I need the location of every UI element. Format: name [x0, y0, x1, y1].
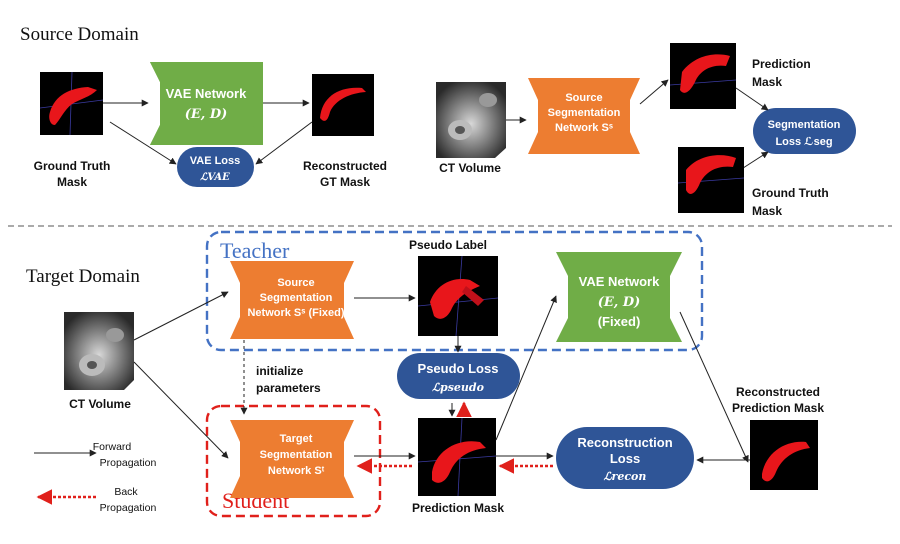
- source-seg-fixed-block: [230, 261, 354, 339]
- recon-pred-mask-thumbnail: [750, 420, 818, 490]
- student-box: [205, 404, 382, 518]
- target-seg-line2: Segmentation: [260, 449, 333, 461]
- target-domain-title: Target Domain: [26, 266, 140, 287]
- arrow-recon-to-vaeloss: [255, 121, 313, 165]
- ct-volume-target-image: [64, 312, 134, 390]
- vae-fixed-line2: (E, D): [598, 295, 641, 310]
- gt-mask-label-2: Mask: [57, 175, 87, 189]
- source-pred-label-1: Prediction: [752, 57, 811, 71]
- arrow-vae-to-reconpred: [679, 311, 749, 463]
- gt-mask2-label-2: Mask: [752, 204, 782, 218]
- source-seg-fixed-line1: Source: [277, 277, 314, 289]
- gt-mask-label-1: Ground Truth: [34, 159, 111, 173]
- vae-network-params: (E, D): [185, 107, 228, 122]
- vae-network-block: [150, 62, 263, 145]
- init-params-line1: initialize: [256, 364, 304, 378]
- source-seg-fixed-line2: Segmentation: [260, 292, 333, 304]
- seg-loss-line2: Loss ℒseg: [775, 136, 832, 148]
- legend-forward-line2: Propagation: [100, 457, 157, 469]
- target-pred-label: Prediction Mask: [412, 501, 504, 515]
- legend-back-line2: Propagation: [100, 502, 157, 514]
- arrow-pred-to-vae: [495, 295, 557, 441]
- arrow-gt2-to-segloss: [739, 151, 769, 171]
- arrow-sourceseg-to-pred: [639, 79, 669, 105]
- pseudo-label-title: Pseudo Label: [409, 238, 487, 252]
- legend-forward-line1: Forward: [93, 441, 132, 453]
- legend-back-line1: Back: [114, 486, 138, 498]
- recon-gt-mask-thumbnail: [312, 74, 374, 136]
- ct-volume-source-image: [436, 82, 506, 158]
- pseudo-label-thumbnail: [417, 255, 499, 337]
- pseudo-loss-line1: Pseudo Loss: [418, 361, 499, 376]
- recon-gt-label-1: Reconstructed: [303, 159, 387, 173]
- vae-fixed-line3: (Fixed): [598, 314, 641, 329]
- recon-gt-label-2: GT Mask: [320, 175, 370, 189]
- source-seg-line1: Source: [565, 92, 602, 104]
- recon-loss-line3: ℒrecon: [604, 470, 647, 483]
- target-seg-block: [230, 420, 354, 498]
- ct-volume-target-label: CT Volume: [69, 397, 131, 411]
- recon-loss-block: [556, 427, 694, 489]
- arrow-gt-to-vaeloss: [109, 121, 177, 165]
- vae-loss-label: VAE Loss: [190, 155, 241, 167]
- arrow-ct-to-teacher: [133, 291, 229, 341]
- target-prediction-mask-thumbnail: [417, 417, 497, 497]
- recon-pred-label-1: Reconstructed: [736, 385, 820, 399]
- vae-loss-symbol: ℒVAE: [200, 172, 230, 183]
- arrow-ct-to-student: [133, 361, 229, 459]
- recon-loss-line2: Loss: [610, 451, 640, 466]
- recon-loss-line1: Reconstruction: [577, 435, 672, 450]
- target-seg-line1: Target: [280, 433, 313, 445]
- seg-loss-line1: Segmentation: [768, 119, 841, 131]
- gt-mask-thumbnail: [39, 71, 104, 136]
- source-pred-label-2: Mask: [752, 75, 782, 89]
- gt-mask2-thumbnail: [677, 147, 745, 213]
- segmentation-loss-block: [753, 108, 856, 154]
- source-seg-fixed-line3: Network Sˢ (Fixed): [247, 307, 344, 319]
- init-params-line2: parameters: [256, 381, 321, 395]
- source-seg-line2: Segmentation: [548, 107, 621, 119]
- vae-fixed-block: [556, 252, 682, 342]
- pseudo-loss-block: [397, 353, 520, 399]
- vae-loss-block: [177, 147, 254, 187]
- arrow-pred-to-segloss: [735, 87, 769, 111]
- source-domain-title: Source Domain: [20, 24, 139, 45]
- target-seg-line3: Network Sᵗ: [268, 465, 325, 477]
- recon-pred-label-2: Prediction Mask: [732, 401, 824, 415]
- source-prediction-mask-thumbnail: [669, 43, 737, 109]
- gt-mask2-label-1: Ground Truth: [752, 186, 829, 200]
- vae-fixed-line1: VAE Network: [579, 274, 660, 289]
- teacher-label: Teacher: [220, 238, 290, 263]
- vae-network-label: VAE Network: [166, 86, 247, 101]
- source-seg-line3: Network Sˢ: [555, 122, 613, 134]
- ct-volume-source-label: CT Volume: [439, 161, 501, 175]
- source-seg-network-block: [528, 78, 640, 154]
- pseudo-loss-line2: ℒpseudo: [432, 381, 484, 394]
